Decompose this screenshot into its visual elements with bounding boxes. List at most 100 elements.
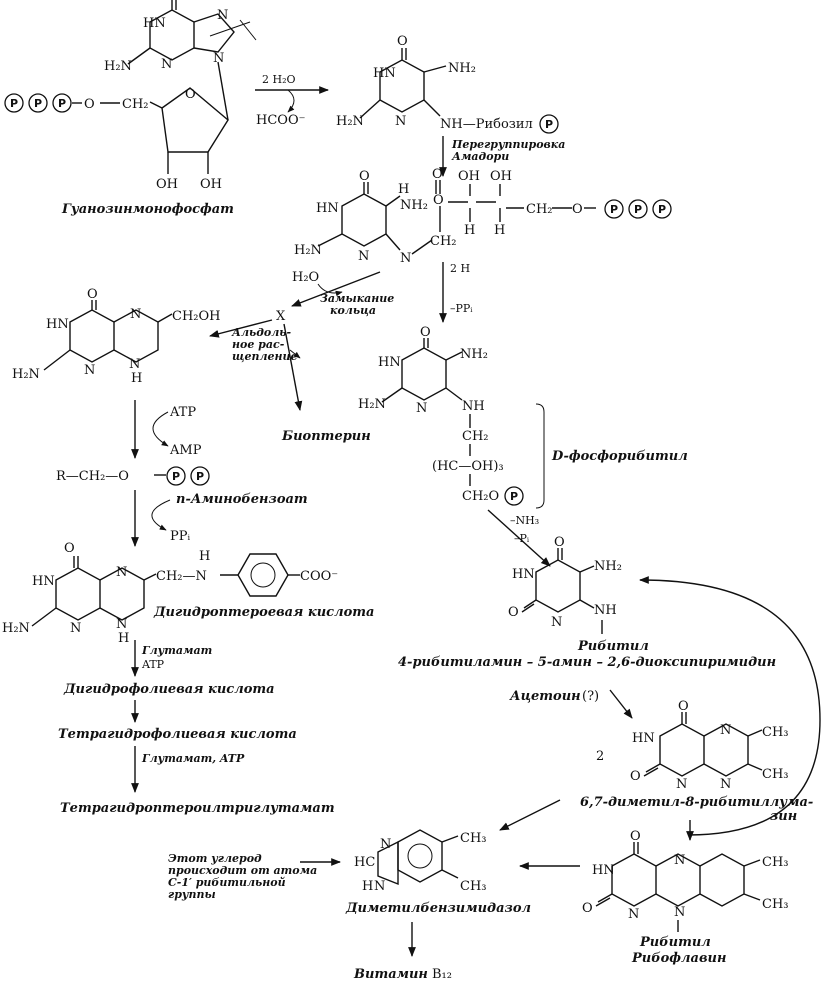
rib-triphosphate: P P P <box>604 199 672 219</box>
rib-ch2: CH₂ <box>430 234 457 249</box>
reduction-h2: 2 H <box>450 262 470 275</box>
ribose-ch2: CH₂ <box>122 97 149 112</box>
lumazine-to-dmb-arrow <box>499 799 561 831</box>
prp-nh2: NH₂ <box>460 347 488 362</box>
rf-n5: N <box>674 853 685 868</box>
folate-pathway: Глутамат ATP Дигидрофолиевая кислота Тет… <box>58 640 335 816</box>
pyr1-p: P <box>545 118 553 131</box>
aldol-line2: ное рас- <box>232 338 285 351</box>
lumazine-count: 2 <box>596 749 604 764</box>
dhp-h: H <box>118 631 129 646</box>
purine-n9: N <box>213 51 224 66</box>
dmb-h: H <box>362 879 373 894</box>
tetrahydrofolate-label: Тетрагидрофолиевая кислота <box>58 727 297 742</box>
rf-n1: N <box>628 907 639 922</box>
lum-n8: N <box>720 777 731 792</box>
pyr1-ribosyl: NH—Рибозил <box>440 117 533 132</box>
rib-c-o: O <box>433 193 444 208</box>
dmb-n-bottom: N <box>374 879 385 894</box>
note-line1: Этот углерод <box>168 852 262 865</box>
lumazine-label-1: 6,7-диметил-8-рибитиллума- <box>580 795 813 810</box>
rib-h: H <box>398 182 409 197</box>
rib-h-1: H <box>464 223 475 238</box>
rib-h-2: H <box>494 223 505 238</box>
acetoin-q: (?) <box>582 689 599 704</box>
rib-hn: HN <box>316 201 339 216</box>
glutamate2-label: Глутамат, ATP <box>141 752 245 765</box>
rib-oh-2: OH <box>490 169 512 184</box>
dihydrofolate-label: Дигидрофолиевая кислота <box>63 682 275 697</box>
deamination-step: –NH₃ –Pᵢ <box>487 509 551 567</box>
glutamate1-label: Глутамат <box>141 644 212 657</box>
amp-label: AMP <box>169 443 202 458</box>
pyr1-phosphate: P <box>539 114 559 134</box>
lum-ch3-1: CH₃ <box>762 725 789 740</box>
pyrophosphate-intermediate: R—CH₂—O P P <box>56 466 210 486</box>
phosphate-2: P <box>34 97 42 110</box>
ring-closure-water: H₂O <box>292 270 319 285</box>
pterin-n5: N <box>130 307 141 322</box>
purine-n7: N <box>217 8 228 23</box>
step1-hydrolysis: 2 H₂O HCOO⁻ <box>255 73 329 128</box>
phosphate-ester-o: O <box>84 97 95 112</box>
pterin-hn: HN <box>46 317 69 332</box>
lum-o-top: O <box>678 699 689 714</box>
ribitylamino-dioxypyrimidine: O HN NH₂ O N NH Рибитил 4-рибитиламин – … <box>398 535 776 670</box>
pyrophosphate-group: P P <box>166 466 210 486</box>
lumazine-label-2: зин <box>770 809 797 824</box>
purine-hn: HN <box>143 16 166 31</box>
note-line3: C-1′ рибитильной <box>168 876 286 889</box>
prp-n: N <box>416 401 427 416</box>
ribulosyl-aminopyrimidine: O HN H NH₂ H₂N N N CH₂ O O OH H OH H CH₂… <box>294 167 672 266</box>
pp-p1: P <box>172 470 180 483</box>
lum-ch3-2: CH₃ <box>762 767 789 782</box>
rib-o: O <box>359 169 370 184</box>
pterin-n3: N <box>84 363 95 378</box>
rf-ch3-1: CH₃ <box>762 855 789 870</box>
dhp-chain: CH₂—N <box>156 569 207 584</box>
rib-o-p: O <box>572 202 583 217</box>
prp-phosphate: P <box>504 486 524 506</box>
hydroxymethyl-dihydropterin: O HN N N H N H₂N CH₂OH <box>12 287 221 386</box>
prp-hcoh: (HC—OH)₃ <box>432 459 504 474</box>
vitamin-label: Витамин <box>353 967 428 982</box>
dihydropteroate-label: Дигидроптероевая кислота <box>153 605 374 620</box>
dox-nh: NH <box>594 603 617 618</box>
aldol-line3: щепление <box>232 350 298 363</box>
phosphate-3: P <box>58 97 66 110</box>
deamination-nh3: –NH₃ <box>510 514 539 527</box>
intermediate-x: X <box>276 309 286 324</box>
aminobenzoate-step: п-Аминобензоат PPᵢ <box>131 490 308 547</box>
rf-o-top: O <box>630 829 641 844</box>
rib-p3: P <box>658 203 666 216</box>
phosphoribitylaminopyrimidine: O HN NH₂ H₂N N NH CH₂ (HC—OH)₃ CH₂O P D-… <box>358 325 688 509</box>
pyr1-nh2: NH₂ <box>448 61 476 76</box>
step1-formate: HCOO⁻ <box>256 113 305 128</box>
ribose-oh-2: OH <box>156 177 178 192</box>
prp-ch2o: CH₂O <box>462 489 499 504</box>
aldol-line1: Альдоль- <box>231 326 292 339</box>
aldol-cleavage-step: Альдоль- ное рас- щепление Биоптерин <box>209 319 371 444</box>
phosphoribityl-label: D-фосфорибитил <box>551 449 688 464</box>
dmb-ch3-1: CH₃ <box>460 831 487 846</box>
pterin-o: O <box>87 287 98 302</box>
pyrophosphorylation-step: ATP AMP <box>131 400 202 459</box>
dox-nh2: NH₂ <box>594 559 622 574</box>
guanosine-label: Гуанозинмонофосфат <box>61 202 234 217</box>
pyr1-n: N <box>395 114 406 129</box>
dhp-nh-h: H <box>199 549 210 564</box>
rib-p2: P <box>634 203 642 216</box>
dihydropteroate: O HN N N H N H₂N CH₂—N H COO⁻ Дигидропте… <box>2 541 374 646</box>
pyrophosphate-chain: R—CH₂—O <box>56 469 129 484</box>
note-line2: происходит от атома <box>168 864 317 877</box>
prp-hn: HN <box>378 355 401 370</box>
pterin-n8: N <box>129 357 140 372</box>
aminopyrimidine-ribosyl: O HN NH₂ H₂N N NH—Рибозил P <box>336 34 559 134</box>
dhp-n3: N <box>70 621 81 636</box>
rib-p1: P <box>610 203 618 216</box>
reduction-ppi: –PPᵢ <box>450 302 473 315</box>
atp-label: ATP <box>169 405 196 420</box>
triphosphate-group: P P P <box>4 93 72 113</box>
ring-closure-line2: кольца <box>330 304 376 317</box>
